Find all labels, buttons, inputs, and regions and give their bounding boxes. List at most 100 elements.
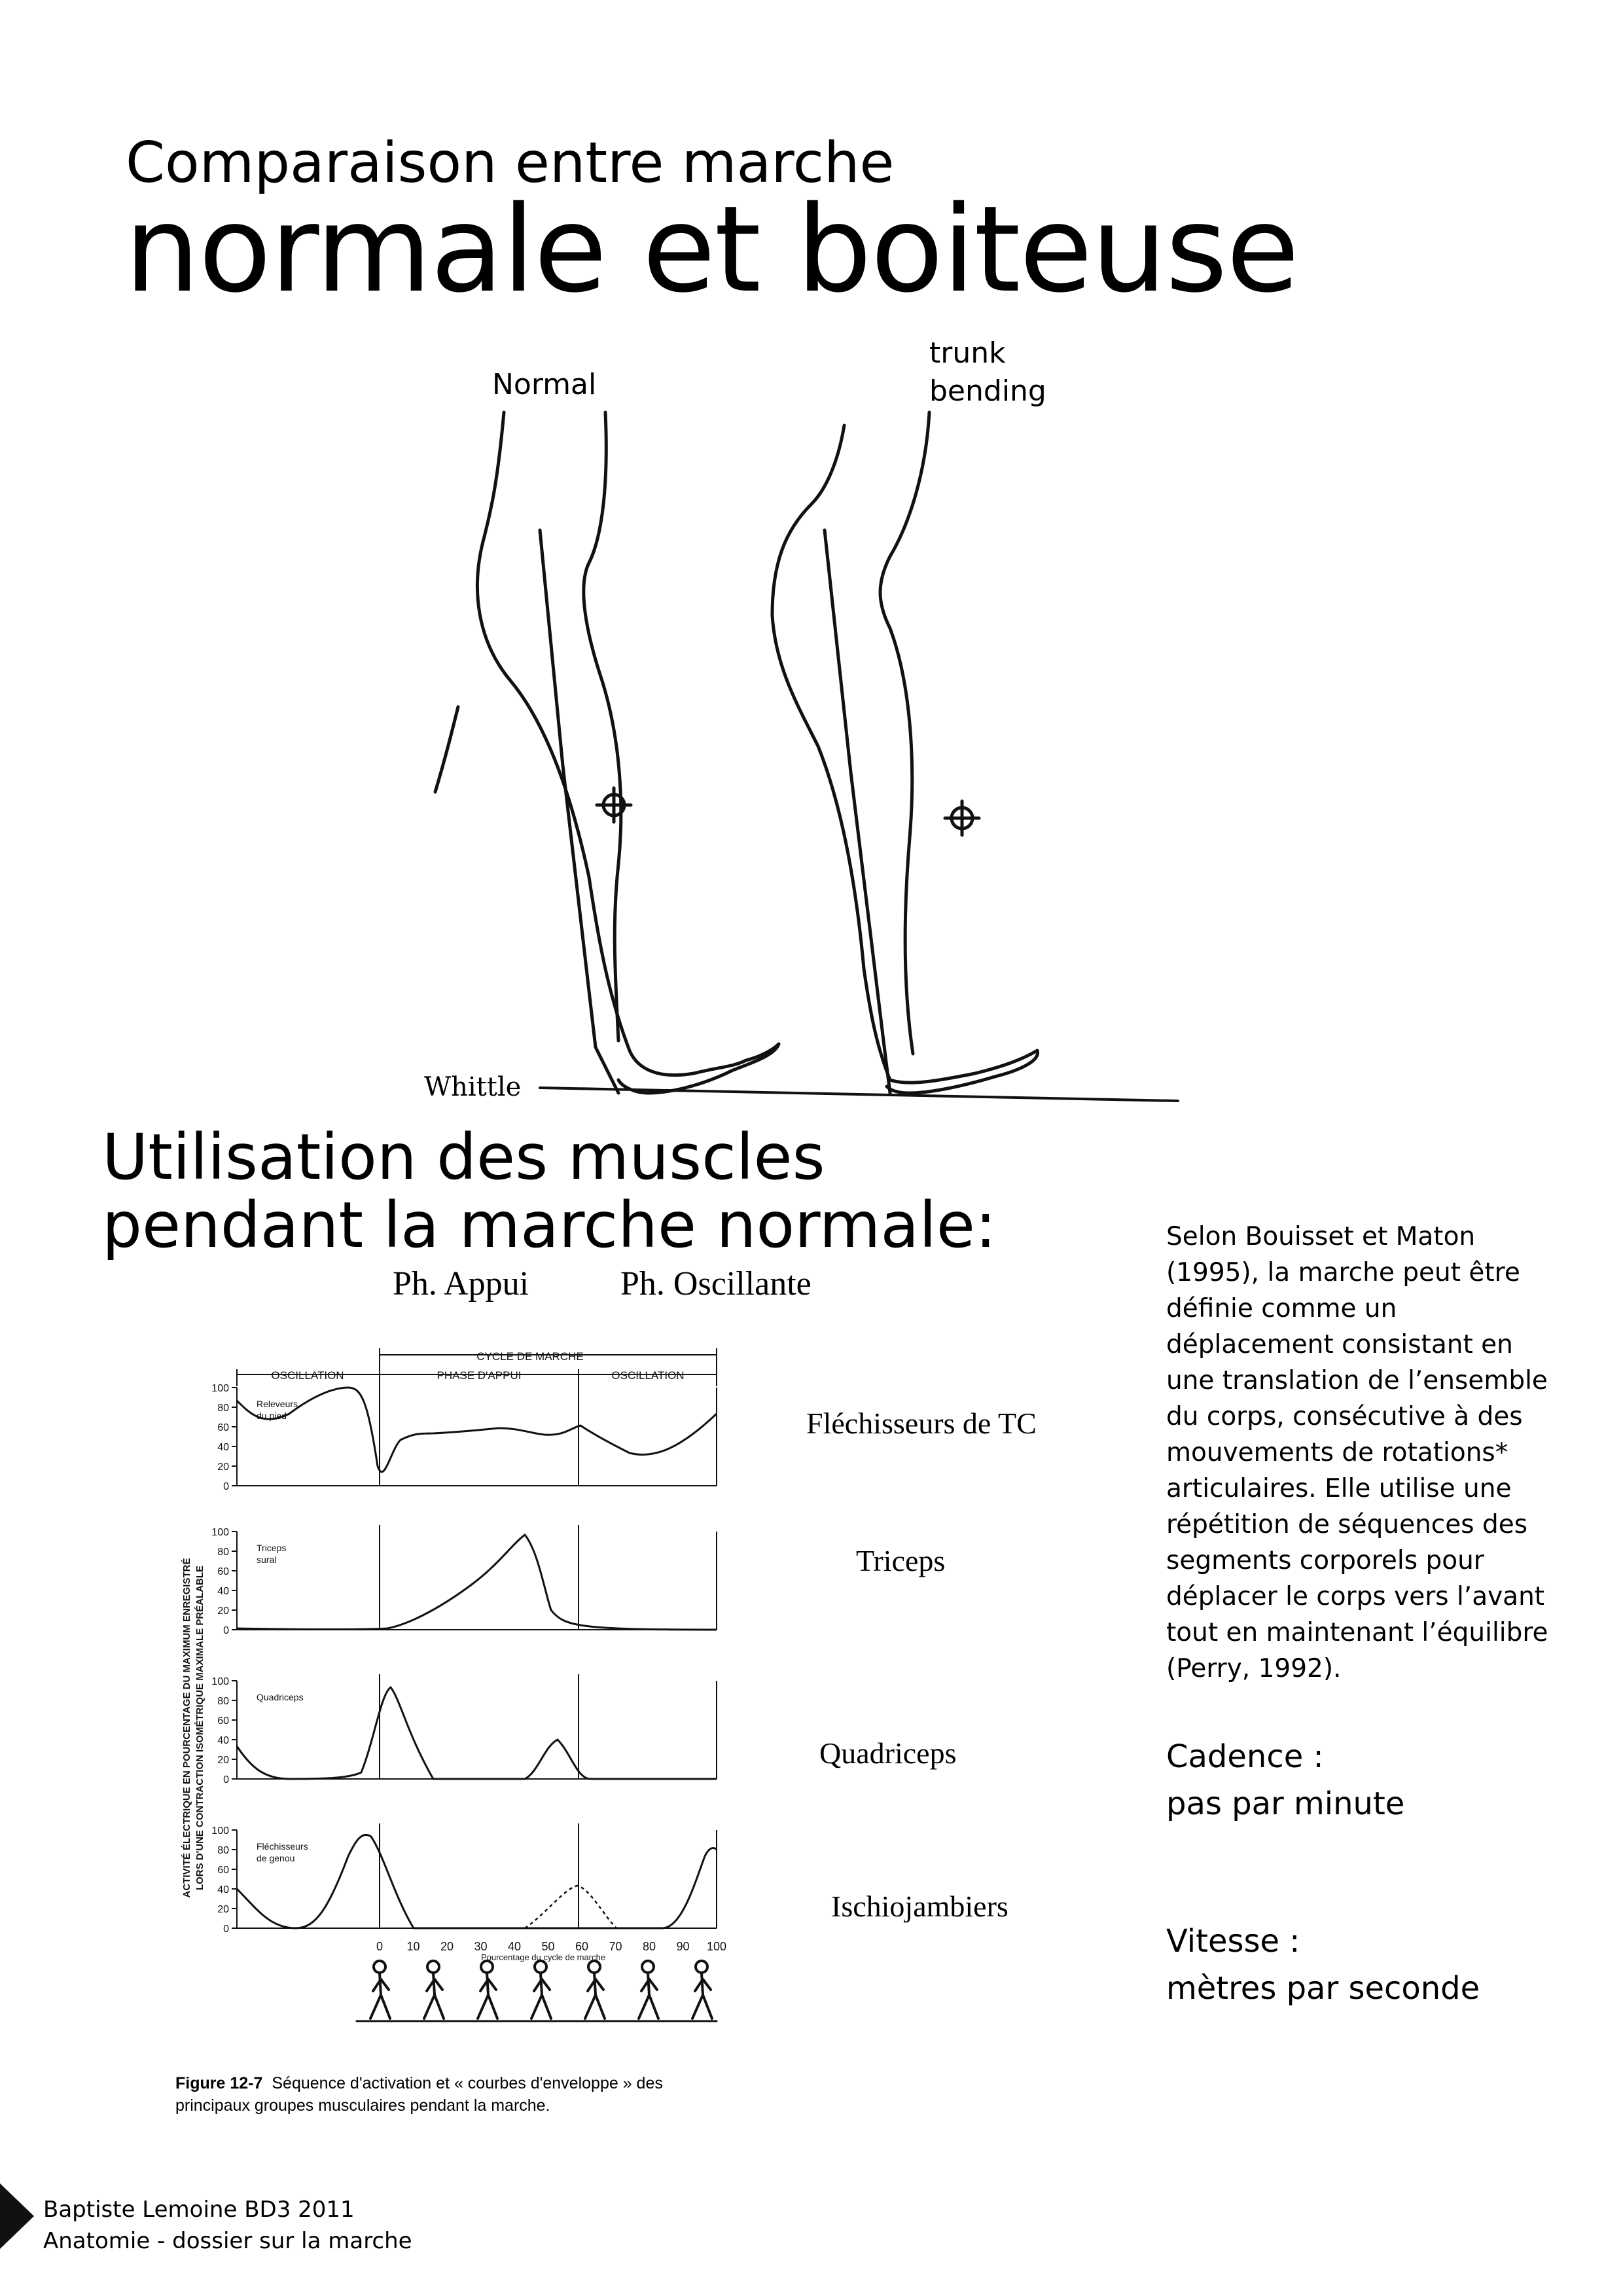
y-tick-label: 20 — [217, 1605, 229, 1617]
emg-curve-dashed — [524, 1884, 617, 1929]
emg-panel: 100 80 60 40 20 0 Quadriceps — [211, 1674, 717, 1785]
side-line: mouvements de rotations* — [1166, 1438, 1508, 1467]
title-line-1: Comparaison entre marche — [126, 130, 895, 196]
phase-oscillante-label: Ph. Oscillante — [620, 1265, 812, 1302]
y-axis-label-1: ACTIVITÉ ÉLECTRIQUE EN POURCENTAGE DU MA… — [181, 1558, 192, 1898]
side-paragraph: Selon Bouisset et Maton (1995), la march… — [1166, 1219, 1548, 1687]
side-line: déplacement consistant en — [1166, 1330, 1513, 1359]
x-tick-label: 100 — [707, 1940, 726, 1953]
x-tick-label: 80 — [643, 1940, 656, 1953]
illustration-credit: Whittle — [424, 1072, 522, 1102]
side-line: tout en maintenant l’équilibre — [1166, 1618, 1548, 1647]
x-tick-label: 10 — [406, 1940, 419, 1953]
panel-label: Triceps — [257, 1543, 286, 1553]
y-tick-label: 60 — [217, 1422, 229, 1433]
y-tick-label: 60 — [217, 1715, 229, 1727]
header-cycle-label: CYCLE DE MARCHE — [476, 1350, 583, 1363]
emg-curve — [236, 1685, 717, 1780]
x-tick-label: 90 — [676, 1940, 689, 1953]
phase-appui-label: Ph. Appui — [393, 1265, 529, 1302]
y-tick-label: 40 — [217, 1586, 229, 1597]
footer-subject: Anatomie - dossier sur la marche — [43, 2228, 412, 2254]
muscle-label-ischio: Ischiojambiers — [831, 1890, 1008, 1923]
y-tick-label: 100 — [211, 1676, 229, 1687]
walking-figure-icon — [530, 1960, 552, 2020]
x-tick-label: 30 — [474, 1940, 487, 1953]
y-tick-label: 100 — [211, 1825, 229, 1837]
side-line: déplacer le corps vers l’avant — [1166, 1582, 1545, 1611]
side-line: segments corporels pour — [1166, 1546, 1484, 1575]
y-tick-label: 100 — [211, 1383, 229, 1394]
leg-illustration — [433, 410, 1179, 1102]
y-tick-label: 20 — [217, 1755, 229, 1766]
vitesse-label: Vitesse : — [1166, 1923, 1300, 1960]
vitesse-unit: mètres par seconde — [1166, 1970, 1480, 2007]
emg-curve — [236, 1533, 717, 1631]
panel-label: de genou — [257, 1853, 294, 1863]
x-tick-label: 60 — [575, 1940, 588, 1953]
x-tick-label: 40 — [508, 1940, 521, 1953]
y-tick-label: 100 — [211, 1527, 229, 1538]
y-tick-label: 60 — [217, 1566, 229, 1577]
y-tick-label: 60 — [217, 1865, 229, 1876]
walking-figure-icon — [691, 1960, 713, 2020]
side-line: (Perry, 1992). — [1166, 1654, 1342, 1683]
y-tick-label: 0 — [223, 1774, 229, 1785]
normal-leg-drawing — [433, 410, 781, 1095]
walking-figure-icon — [423, 1960, 445, 2020]
section-heading-line-1: Utilisation des muscles — [102, 1121, 825, 1194]
label-trunk-bending-1: trunk — [929, 336, 1006, 370]
side-line: définie comme un — [1166, 1294, 1397, 1323]
muscle-label-quadriceps: Quadriceps — [819, 1736, 957, 1770]
walking-figure-icon — [637, 1960, 660, 2020]
footer-author: Baptiste Lemoine BD3 2011 — [43, 2197, 355, 2223]
walking-figure-icon — [476, 1960, 499, 2020]
y-tick-label: 80 — [217, 1403, 229, 1414]
side-line: une translation de l’ensemble — [1166, 1366, 1548, 1395]
x-tick-label: 50 — [541, 1940, 554, 1953]
header-oscillation-right: OSCILLATION — [611, 1369, 684, 1382]
x-tick-label: 20 — [440, 1940, 454, 1953]
caption-text: Séquence d'activation et « courbes d'env… — [175, 2074, 663, 2115]
y-tick-label: 80 — [217, 1547, 229, 1558]
cadence-unit: pas par minute — [1166, 1785, 1405, 1822]
side-line: du corps, consécutive à des — [1166, 1402, 1523, 1431]
walking-figure-icon — [584, 1960, 606, 2020]
y-tick-label: 40 — [217, 1442, 229, 1453]
muscle-label-triceps: Triceps — [856, 1544, 946, 1577]
y-tick-label: 80 — [217, 1845, 229, 1856]
y-axis-label-2: LORS D'UNE CONTRACTION ISOMÉTRIQUE MAXIM… — [194, 1566, 205, 1890]
header-phase-appui: PHASE D'APPUI — [437, 1369, 522, 1382]
panel-label: sural — [257, 1554, 276, 1565]
trunk-bending-leg-drawing — [770, 410, 1039, 1095]
side-line: Selon Bouisset et Maton — [1166, 1222, 1476, 1251]
walking-figures — [355, 1960, 718, 2022]
y-tick-label: 80 — [217, 1696, 229, 1707]
y-tick-label: 0 — [223, 1625, 229, 1636]
footer-arrow-icon — [0, 2183, 34, 2249]
x-tick-label: 0 — [376, 1940, 383, 1953]
panel-label: Quadriceps — [257, 1692, 304, 1702]
walking-figure-icon — [369, 1960, 391, 2020]
side-line: articulaires. Elle utilise une — [1166, 1474, 1512, 1503]
panel-label: Releveurs — [257, 1399, 298, 1409]
y-tick-label: 0 — [223, 1481, 229, 1492]
y-tick-label: 40 — [217, 1884, 229, 1895]
y-tick-label: 40 — [217, 1735, 229, 1746]
y-tick-label: 20 — [217, 1462, 229, 1473]
label-normal: Normal — [492, 368, 597, 401]
y-tick-label: 0 — [223, 1924, 229, 1935]
side-line: (1995), la marche peut être — [1166, 1258, 1520, 1287]
title-line-2: normale et boiteuse — [124, 180, 1300, 319]
panel-label: Fléchisseurs — [257, 1841, 308, 1852]
caption-figure-number: Figure 12-7 — [175, 2074, 263, 2092]
x-axis-label: Pourcentage du cycle de marche — [481, 1952, 605, 1962]
section-heading-line-2: pendant la marche normale: — [102, 1189, 997, 1262]
side-line: répétition de séquences des — [1166, 1510, 1528, 1539]
emg-curve — [236, 1834, 718, 1929]
muscle-label-tc: Fléchisseurs de TC — [806, 1407, 1037, 1440]
